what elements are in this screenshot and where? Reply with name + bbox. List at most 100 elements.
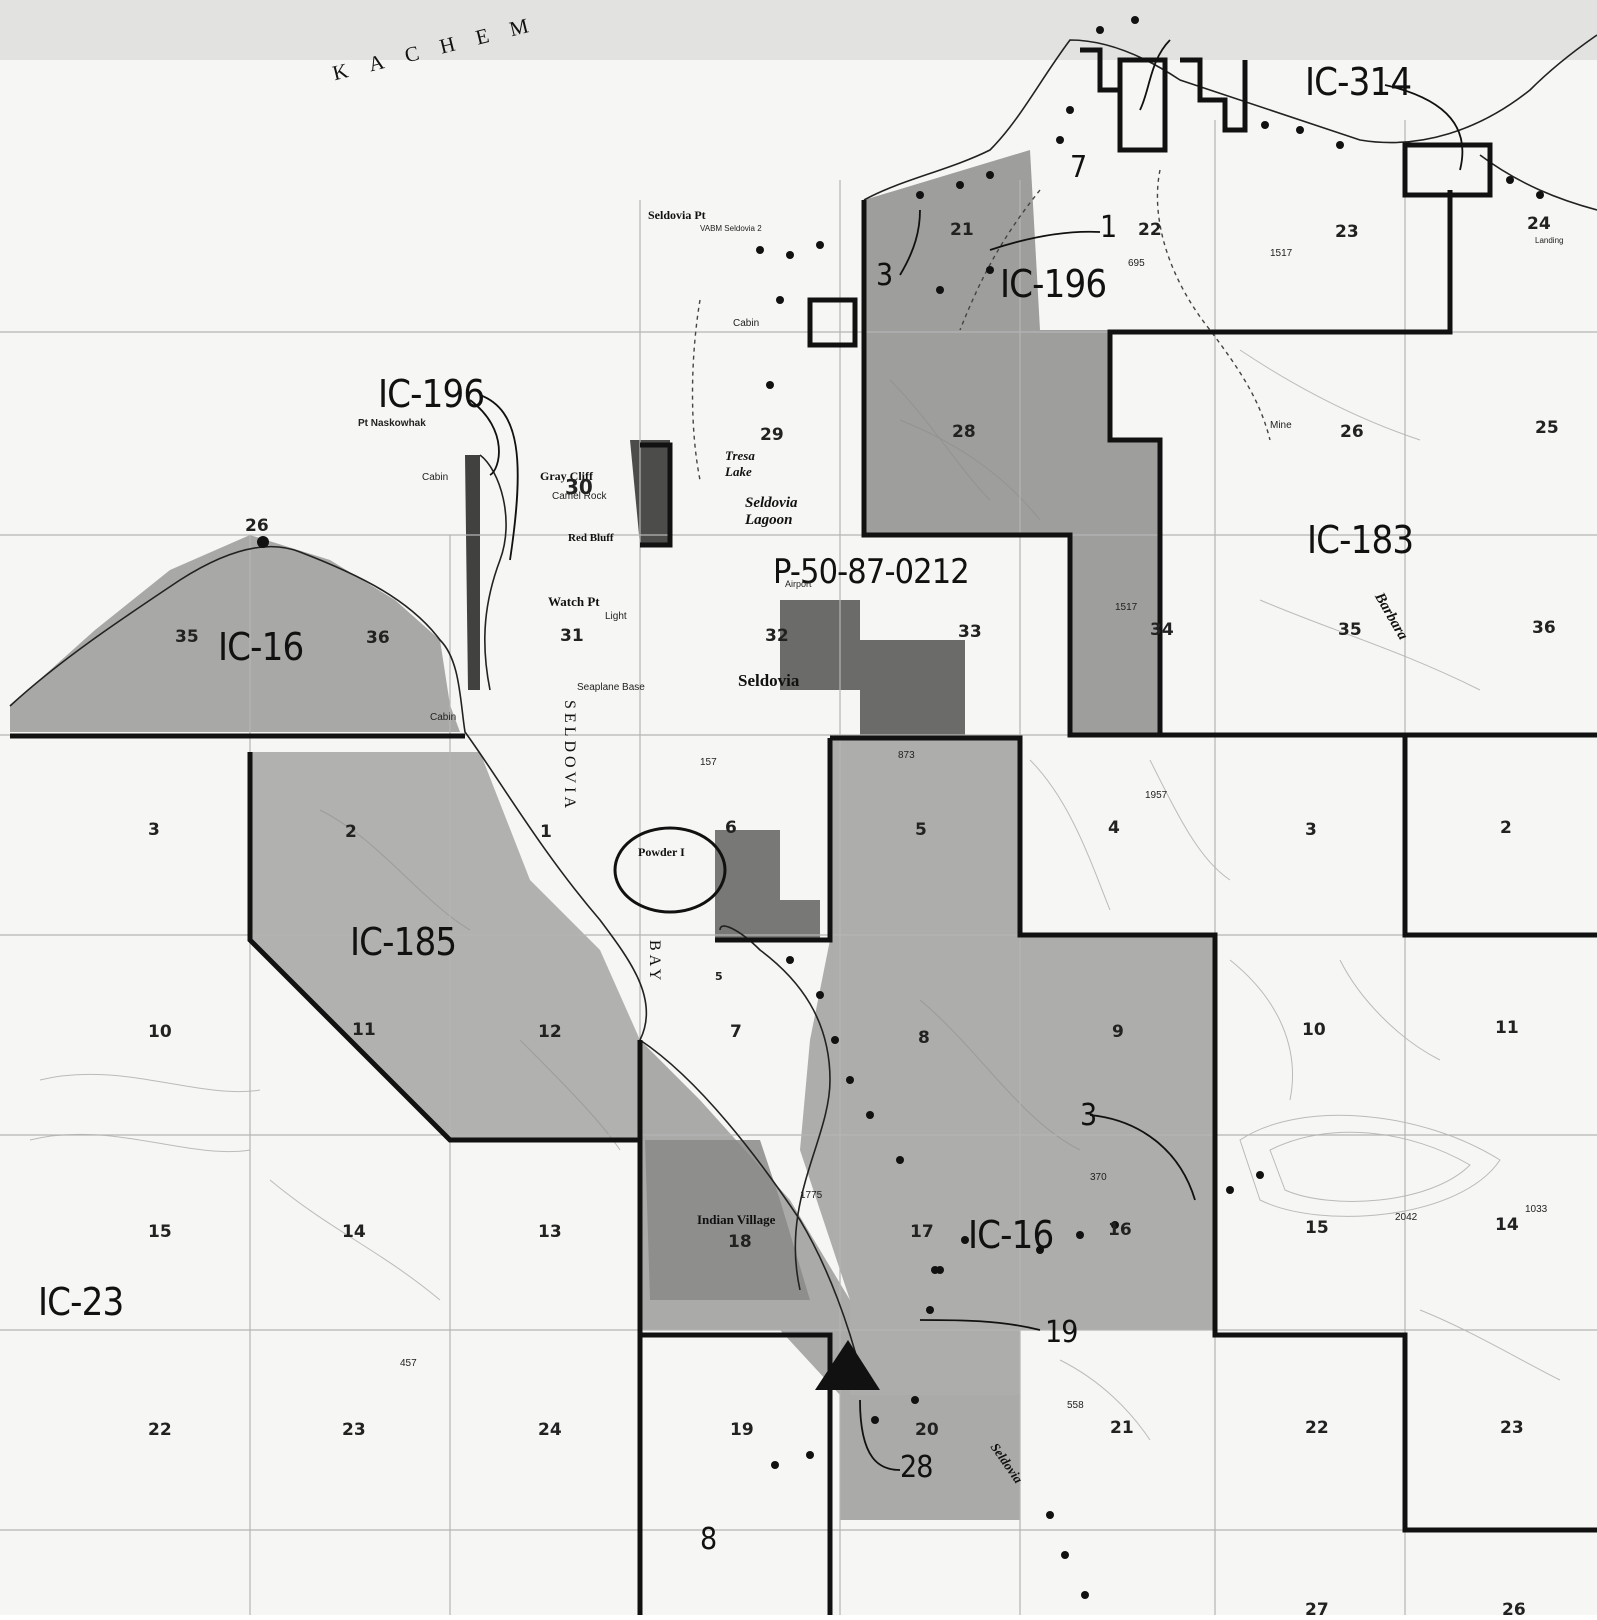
elevation-1517: 1517 bbox=[1270, 248, 1293, 259]
section-1: 1 bbox=[540, 822, 552, 842]
elevation-457: 457 bbox=[400, 1358, 417, 1369]
place-camel-rock: Camel Rock bbox=[552, 491, 607, 502]
section-22b: 22 bbox=[148, 1420, 172, 1440]
elevation-370: 370 bbox=[1090, 1172, 1107, 1183]
section-14a: 14 bbox=[342, 1222, 366, 1242]
section-24b: 24 bbox=[538, 1420, 562, 1440]
section-19: 19 bbox=[730, 1420, 754, 1440]
parcel-dark-powder bbox=[715, 830, 820, 940]
place-mine: Mine bbox=[1270, 420, 1292, 431]
section-36a: 36 bbox=[366, 628, 390, 648]
parcel-boundaries bbox=[10, 47, 1597, 1615]
section-15a: 15 bbox=[148, 1222, 172, 1242]
section-23a: 23 bbox=[1335, 222, 1359, 242]
leader-arrows bbox=[469, 39, 1464, 1471]
section-15b: 15 bbox=[1305, 1218, 1329, 1238]
section-5a: 5 bbox=[915, 820, 927, 840]
section-34: 34 bbox=[1150, 620, 1174, 640]
annotation-3-mid: 3 bbox=[1080, 1098, 1097, 1133]
section-11b: 11 bbox=[1495, 1018, 1519, 1038]
section-25: 25 bbox=[1535, 418, 1559, 438]
parcel-naskowhak bbox=[465, 455, 480, 690]
elevation-157: 157 bbox=[700, 757, 717, 768]
place-landing: Landing bbox=[1535, 236, 1564, 245]
place-seaplane-base: Seaplane Base bbox=[577, 682, 645, 693]
ic-196-left-label: IC-196 bbox=[378, 372, 485, 416]
bay-label: SELDOVIA bbox=[561, 700, 578, 812]
section-26b: 26 bbox=[245, 516, 269, 536]
survey-triangle bbox=[815, 1340, 880, 1390]
section-grid bbox=[0, 120, 1597, 1615]
place-seldovia-pt: Seldovia Pt bbox=[648, 208, 706, 222]
annotation-8-bottom: 8 bbox=[700, 1522, 717, 1557]
section-10b: 10 bbox=[1302, 1020, 1326, 1040]
parcel-ic185 bbox=[250, 752, 640, 1140]
section-17: 17 bbox=[910, 1222, 934, 1242]
section-28: 28 bbox=[952, 422, 976, 442]
annotation-5-small: 5 bbox=[715, 970, 723, 983]
place-pt-naskowhak: Pt Naskowhak bbox=[358, 418, 426, 429]
bay-label-2: BAY bbox=[646, 940, 663, 985]
ic-196-top-label: IC-196 bbox=[1000, 262, 1107, 306]
parcel-ic16-east bbox=[800, 738, 1215, 1395]
parcel-ic16-northwest bbox=[10, 535, 460, 732]
section-3a: 3 bbox=[148, 820, 160, 840]
section-29: 29 bbox=[760, 425, 784, 445]
annotation-7-top: 7 bbox=[1070, 150, 1087, 185]
section-21a: 21 bbox=[950, 220, 974, 240]
section-7: 7 bbox=[730, 1022, 742, 1042]
section-13: 13 bbox=[538, 1222, 562, 1242]
section-20: 20 bbox=[915, 1420, 939, 1440]
section-23c: 23 bbox=[1500, 1418, 1524, 1438]
section-30: 30 bbox=[565, 475, 593, 499]
annotation-19: 19 bbox=[1045, 1315, 1078, 1350]
place-vabm: VABM Seldovia 2 bbox=[700, 224, 762, 233]
place-gray-cliff: Gray Cliff bbox=[540, 469, 593, 483]
elevation-873: 873 bbox=[898, 750, 915, 761]
section-6: 6 bbox=[725, 818, 737, 838]
section-21b: 21 bbox=[1110, 1418, 1134, 1438]
place-seldovia-town: Seldovia bbox=[738, 671, 800, 690]
section-26c: 26 bbox=[1502, 1600, 1526, 1620]
place-airport: Airport bbox=[785, 579, 812, 589]
section-35a: 35 bbox=[175, 627, 199, 647]
ic-185-label: IC-185 bbox=[350, 920, 457, 964]
section-2b: 2 bbox=[1500, 818, 1512, 838]
parcel-gray-cliff bbox=[630, 440, 670, 545]
ic-16-bottom-label: IC-16 bbox=[968, 1213, 1054, 1257]
section-14b: 14 bbox=[1495, 1215, 1519, 1235]
section-31: 31 bbox=[560, 626, 584, 646]
ic-23-label: IC-23 bbox=[38, 1280, 124, 1324]
parcel-ic196-north bbox=[864, 150, 1160, 735]
section-33: 33 bbox=[958, 622, 982, 642]
section-9: 9 bbox=[1112, 1022, 1124, 1042]
section-11a: 11 bbox=[352, 1020, 376, 1040]
elevation-695: 695 bbox=[1128, 258, 1145, 269]
elevation-1957: 1957 bbox=[1145, 790, 1168, 801]
place-light: Light bbox=[605, 611, 627, 622]
shaded-parcels bbox=[10, 150, 1215, 1520]
section-24a: 24 bbox=[1527, 214, 1551, 234]
section-2a: 2 bbox=[345, 822, 357, 842]
elevation-1775: 1775 bbox=[800, 1190, 823, 1201]
section-3b: 3 bbox=[1305, 820, 1317, 840]
water-area bbox=[0, 0, 1597, 60]
elevation-1517b: 1517 bbox=[1115, 602, 1138, 613]
section-10a: 10 bbox=[148, 1022, 172, 1042]
place-indian-village: Indian Village bbox=[697, 1212, 776, 1227]
section-23b: 23 bbox=[342, 1420, 366, 1440]
section-22c: 22 bbox=[1305, 1418, 1329, 1438]
section-32: 32 bbox=[765, 626, 789, 646]
section-16: 16 bbox=[1108, 1220, 1132, 1240]
parcel-indian-village bbox=[645, 1140, 810, 1300]
elevation-2042: 2042 bbox=[1395, 1212, 1418, 1223]
ic-314-label: IC-314 bbox=[1305, 60, 1412, 104]
place-red-bluff: Red Bluff bbox=[568, 532, 614, 544]
annotation-28: 28 bbox=[900, 1450, 933, 1485]
section-8: 8 bbox=[918, 1028, 930, 1048]
p-50-87-0212-label: P-50-87-0212 bbox=[773, 552, 970, 592]
ic-183-label: IC-183 bbox=[1307, 518, 1414, 562]
place-watch-pt: Watch Pt bbox=[548, 594, 600, 609]
